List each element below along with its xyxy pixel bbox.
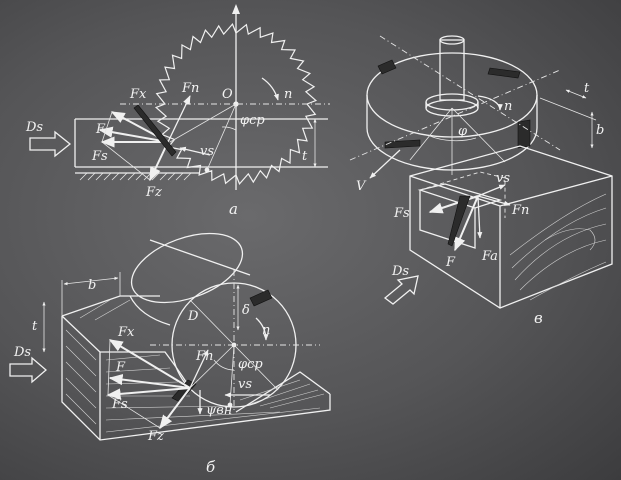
label-ds-b: Ds [13,345,31,360]
label-ds: Ds [25,120,43,135]
force-fs-b-vector [106,387,191,400]
label-n-b: n [262,323,270,338]
slot-knife [447,195,471,247]
dimension-t [565,89,587,99]
knife-1 [377,59,397,75]
force-fa-vector [477,195,483,239]
slot-walls [419,190,476,249]
caption-v: в [534,309,543,327]
spindle [439,39,465,101]
radius-line-1 [169,103,237,143]
label-f-v: F [445,255,456,270]
diagram-a: Ds F Fs Fx Fz Fn O n φср vs t а [25,4,330,218]
label-t-b: t [32,319,38,334]
exit-point [204,167,210,173]
label-fn: Fn [181,81,199,96]
label-fz-b: Fz [147,429,164,444]
cutter-bottom-line [129,295,171,326]
feed-arrow-b-icon [9,356,47,384]
label-n: n [284,87,292,102]
force-fn-b-vector [189,349,209,389]
exit-point-b [227,402,233,408]
label-o: O [222,87,233,102]
label-fs-v: Fs [393,206,410,221]
label-phi: φ [458,124,468,139]
rotation-arrow-b-icon [255,317,269,341]
knife-4 [517,119,531,149]
cutter-back-end [130,232,244,304]
board-far-edge [235,371,331,413]
force-parallelogram [101,111,151,181]
label-psi-vn: ψвн [206,403,232,418]
knife-2 [487,67,521,79]
slot-top [417,183,503,209]
tooth-wedge [133,104,177,157]
phi-cp-arc [221,126,237,131]
force-fn-v-vector [477,195,511,206]
table-hatching [79,172,192,181]
wood-grain-b [65,299,325,433]
label-n-v: n [504,99,512,114]
radius-line-2 [206,103,237,171]
rotation-arrow-v-icon [477,95,503,111]
force-f-b-vector [108,374,191,389]
block-top-edges [409,175,613,207]
force-fz-b-vector [159,387,191,430]
force-f-v-vector [454,195,479,252]
diagram-b: b t Ds Fx F Fs Fz D δ n Fn φср vs ψвн б [9,232,331,476]
caption-b: б [206,458,216,476]
force-f-vector [98,126,169,143]
label-f-b: F [115,360,126,375]
label-fz: Fz [145,185,162,200]
phi-arc [429,135,477,142]
label-d: D [187,309,199,324]
label-fn-b: Fn [195,349,213,364]
rotation-arrow-icon [261,77,279,101]
velocity-v-vector [369,149,401,179]
force-fz-vector [149,141,169,182]
label-t: t [302,149,308,164]
label-fs-b: Fs [111,397,128,412]
label-fx-b: Fx [117,325,135,340]
label-v: V [356,179,367,194]
cutter-knife-1 [249,289,273,307]
label-b-b: b [88,278,96,293]
force-fs-v-vector [428,195,479,214]
axis-arrow-icon [232,4,240,14]
velocity-vs-vector [179,146,211,156]
caption-a: а [229,200,238,218]
diagram-v: n φ t b V vs Fn Fs F Fa Ds в [349,35,613,327]
feed-arrow-v-icon [383,275,419,305]
force-fx-b-vector [108,339,191,389]
label-t-v: t [584,81,590,96]
knife-3 [384,139,421,149]
label-vs: vs [200,144,214,159]
label-phi-cp: φср [240,113,265,128]
feed-arrow-icon [29,130,72,158]
label-vs-b: vs [238,377,252,392]
label-fs: Fs [91,149,108,164]
cutter-knife-2 [171,379,197,403]
force-parallelogram-b [107,339,161,429]
label-ds-v: Ds [391,264,409,279]
label-fa: Fa [481,249,498,264]
cutter-top-line [149,239,251,276]
label-b-v: b [596,123,604,138]
label-f: F [95,122,106,137]
spindle-top [439,35,465,45]
label-fn-v: Fn [511,203,529,218]
label-fx: Fx [129,87,147,102]
velocity-vs-v-vector [477,184,506,197]
force-fn-vector [167,95,191,143]
label-phi-cp-b: φср [238,357,263,372]
label-delta: δ [242,303,250,318]
workpiece-block [409,145,613,309]
axis-dash-1 [379,35,561,151]
wood-grain-v [509,193,607,301]
label-vs-v: vs [496,171,510,186]
dimension-b-b [63,276,119,286]
